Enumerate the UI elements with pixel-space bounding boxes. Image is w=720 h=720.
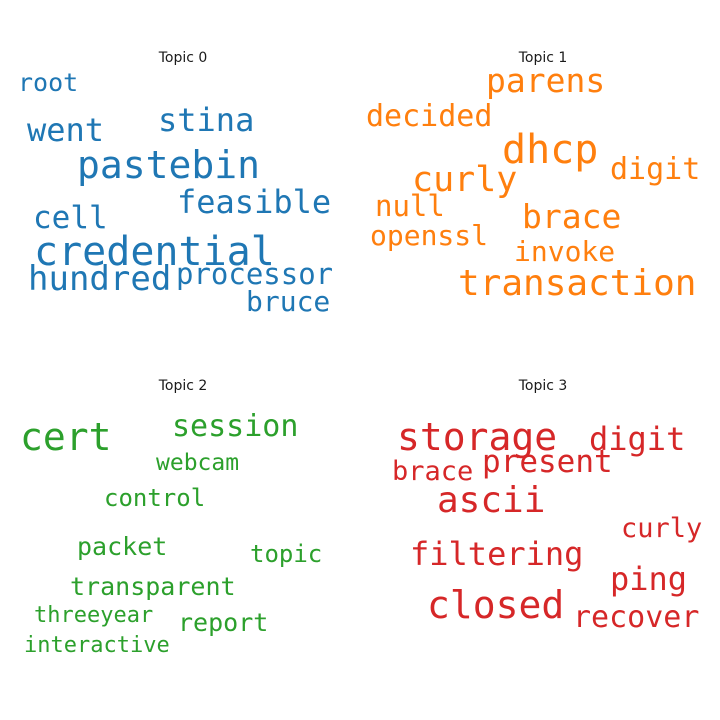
- wordcloud-word-ping: ping: [610, 560, 688, 598]
- wordcloud-word-openssl: openssl: [370, 219, 489, 252]
- wordcloud-word-curly: curly: [412, 160, 518, 200]
- wordcloud-word-pastebin: pastebin: [77, 143, 261, 187]
- wordcloud-word-digit: digit: [610, 152, 701, 187]
- wordcloud-word-interactive: interactive: [24, 633, 170, 658]
- wordcloud-word-transaction: transaction: [458, 263, 697, 304]
- topic-panel-0: Topic 0 credential pastebin hundred went sti…: [0, 0, 360, 360]
- wordcloud-word-root: root: [18, 68, 79, 97]
- panel-title: Topic 2: [158, 378, 208, 394]
- wordcloud-word-hundred: hundred: [28, 259, 172, 299]
- wordcloud-word-webcam: webcam: [156, 450, 240, 476]
- wordcloud-word-dhcp: dhcp: [502, 127, 599, 173]
- wordcloud-word-brace: brace: [392, 456, 474, 487]
- wordcloud-word-feasible: feasible: [177, 183, 332, 221]
- wordcloud-word-recover: recover: [573, 600, 700, 635]
- topic-panel-3: Topic 3 storage closed ascii digit ping filte…: [360, 328, 720, 688]
- wordcloud-word-decided: decided: [366, 99, 493, 134]
- wordcloud-word-control: control: [104, 484, 206, 512]
- wordcloud-word-processor: processor: [176, 257, 334, 291]
- panel-title: Topic 3: [518, 378, 568, 394]
- topic-panel-2: Topic 2 cert session transparent packet repo…: [0, 328, 360, 688]
- wordcloud-word-cert: cert: [20, 415, 112, 459]
- topic-panel-1: Topic 1 dhcp transaction curly parens brace d…: [360, 0, 720, 360]
- wordcloud-word-went: went: [27, 111, 105, 149]
- wordcloud-word-cell: cell: [33, 200, 108, 236]
- wordcloud-word-stina: stina: [158, 101, 255, 139]
- wordcloud-word-topic: topic: [250, 540, 323, 568]
- wordcloud-word-closed: closed: [427, 583, 565, 627]
- wordcloud-word-ascii: ascii: [437, 480, 546, 521]
- wordcloud-word-present: present: [482, 444, 613, 480]
- wordcloud-word-bruce: bruce: [246, 285, 331, 318]
- wordcloud-word-packet: packet: [77, 532, 168, 561]
- wordcloud-word-invoke: invoke: [514, 235, 616, 268]
- wordcloud-word-filtering: filtering: [410, 535, 584, 573]
- wordcloud-word-credential: credential: [34, 229, 275, 275]
- wordcloud-word-curly: curly: [621, 513, 703, 544]
- wordcloud-word-digit: digit: [589, 420, 686, 458]
- panel-title: Topic 0: [158, 50, 208, 66]
- wordcloud-word-storage: storage: [397, 415, 558, 459]
- wordcloud-word-threeyear: threeyear: [34, 603, 154, 628]
- wordcloud-word-session: session: [172, 409, 299, 444]
- panel-title: Topic 1: [518, 50, 568, 66]
- wordcloud-word-report: report: [178, 608, 269, 637]
- wordcloud-word-transparent: transparent: [70, 572, 236, 601]
- wordcloud-word-brace: brace: [522, 197, 622, 236]
- wordcloud-word-parens: parens: [486, 61, 606, 100]
- wordcloud-word-null: null: [375, 189, 445, 223]
